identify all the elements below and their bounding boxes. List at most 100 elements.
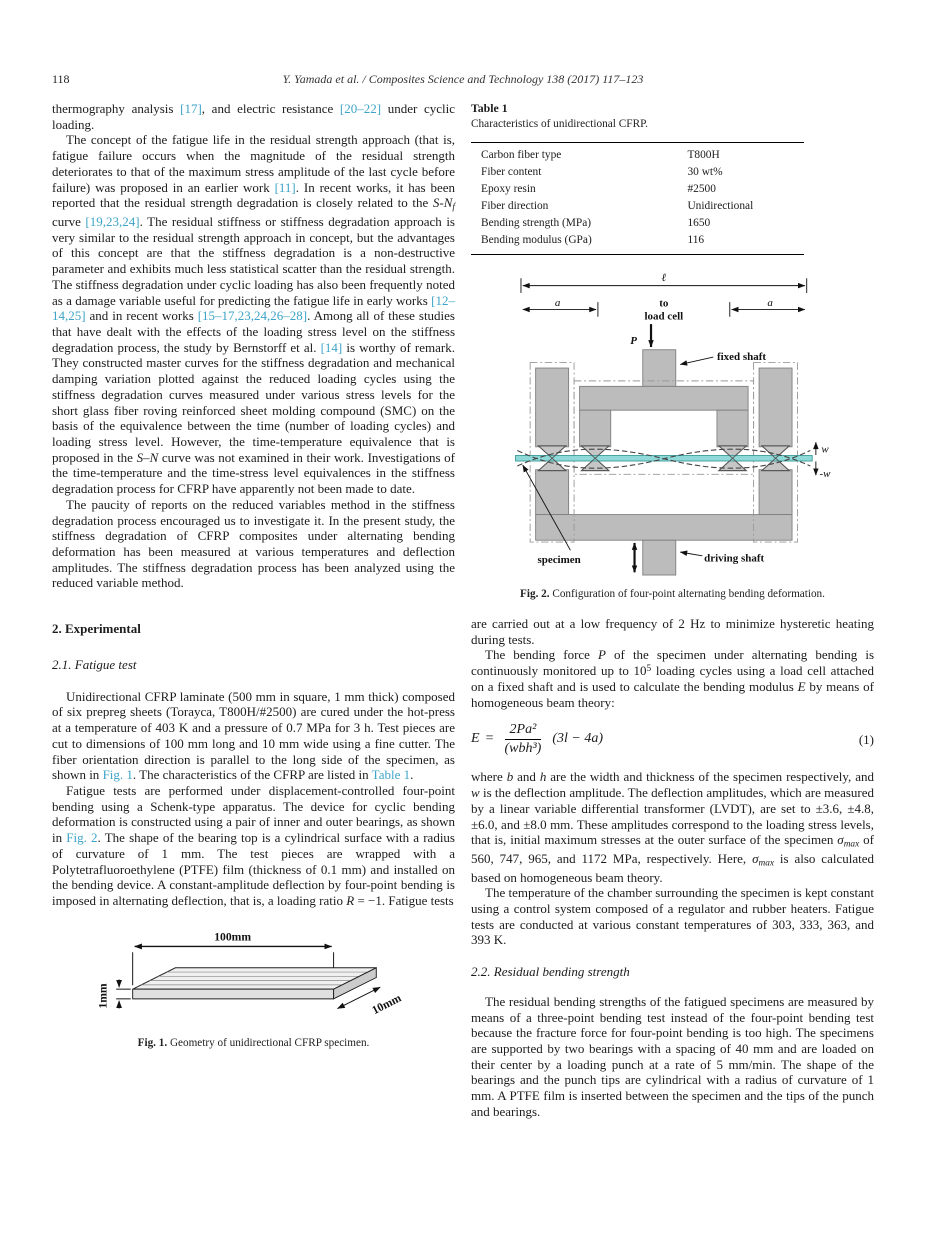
text-segment: R (346, 892, 355, 908)
table-cell-value: T800H (687, 148, 720, 161)
dimension-lines (520, 277, 807, 317)
specimen-geometry-diagram: 100mm 1mm 10mm (96, 930, 403, 1016)
fiber-direction-lines (140, 971, 368, 985)
citation-link[interactable]: [12–14,25] (52, 292, 455, 324)
table-row: Bending strength (MPa) 1650 (471, 215, 804, 232)
equation-numerator: 2Pa² (504, 722, 542, 741)
text-segment: and (513, 769, 540, 785)
table-cell-label: Bending strength (MPa) (481, 216, 592, 229)
fig2-label-driving-shaft: driving shaft (704, 552, 764, 564)
lower-crossbar (534, 513, 793, 541)
inner-bearing-leg (578, 409, 611, 447)
fixed-shaft (641, 348, 676, 387)
equation-body: E = 2Pa² (wbh³) (3l − 4a) (471, 722, 859, 757)
paragraph: Fatigue tests are performed under displa… (52, 783, 455, 909)
citation-link[interactable]: [17] (180, 101, 202, 116)
text-segment: is worthy of remark. They constructed ma… (52, 339, 455, 465)
text-segment: is the deflection amplitude. The deflect… (471, 785, 874, 848)
fig2-label-specimen: specimen (537, 554, 580, 566)
text-segment: E (797, 678, 806, 694)
figure-1: 100mm 1mm 10mm (86, 927, 422, 1051)
table-cell-label: Fiber direction (481, 199, 549, 212)
table-cell-value: 116 (687, 233, 705, 246)
driving-shaft (641, 539, 676, 576)
text-segment: max (758, 858, 775, 869)
fig2-label-a-left: a (554, 296, 560, 308)
text-segment: The concept of the fatigue life in the r… (52, 132, 455, 195)
paragraph: where b and h are the width and thicknes… (471, 769, 874, 885)
paragraph: The temperature of the chamber surroundi… (471, 885, 874, 948)
fig2-label-a-right: a (767, 296, 773, 308)
paragraph: The paucity of reports on the reduced va… (52, 496, 455, 591)
table-1-label: Table 1 (471, 101, 508, 115)
text-segment: is also calculated based on homogeneous … (471, 850, 874, 885)
citation-link[interactable]: Table 1 (371, 767, 411, 783)
text-segment: Geometry of unidirectional CFRP specimen… (167, 1037, 370, 1050)
subsection-heading-fatigue-test: 2.1. Fatigue test (52, 656, 137, 672)
text-segment: w (471, 785, 480, 801)
page-header: 118 Y. Yamada et al. / Composites Scienc… (52, 72, 874, 87)
table-row: Epoxy resin#2500 (471, 181, 804, 198)
paragraph: are carried out at a low frequency of 2 … (471, 615, 874, 647)
outer-bearing-column (758, 468, 793, 515)
fig2-label-fixed-shaft: fixed shaft (716, 350, 765, 362)
text-segment: P (598, 647, 606, 663)
equation-rhs: (3l − 4a) (552, 731, 603, 747)
citation-link[interactable]: [14] (320, 339, 343, 355)
table-cell-value: 30 wt% (687, 165, 723, 178)
page-number: 118 (52, 72, 70, 86)
upper-crossbar (578, 385, 749, 411)
figure-1-caption: Fig. 1. Geometry of unidirectional CFRP … (86, 1037, 422, 1051)
text-segment: of 560, 747, 965, and 1172 MPa, respecti… (471, 832, 874, 866)
subsection-heading-residual-bending-strength: 2.2. Residual bending strength (471, 964, 630, 980)
text-segment: . The shape of the bearing top is a cyli… (52, 830, 455, 908)
paragraph: The concept of the fatigue life in the r… (52, 132, 455, 496)
table-cell-label: Bending modulus (GPa) (481, 233, 592, 246)
paragraph: The residual bending strengths of the fa… (471, 993, 874, 1119)
text-segment: . Among all of these studies that have d… (52, 308, 455, 355)
citation-link[interactable]: Fig. 2 (66, 830, 98, 846)
table-cell-label: Epoxy resin (481, 182, 536, 195)
outer-bearing-column (534, 367, 569, 447)
figure-2: ℓ a a to load cell P fixed shaft w -w sp… (493, 269, 853, 602)
paragraph: The bending force P of the specimen unde… (471, 647, 874, 710)
outer-bearing-column (534, 468, 569, 515)
citation-link[interactable]: [20–22] (339, 101, 382, 116)
text-segment: . The characteristics of the CFRP are li… (132, 767, 372, 783)
equation-denominator: (wbh³) (504, 741, 542, 757)
fig2-label-to: to (659, 297, 669, 309)
citation-link[interactable]: [11] (274, 179, 296, 195)
citation-link[interactable]: [15–17,23,24,26–28] (197, 308, 308, 324)
citation-link[interactable]: [19,23,24] (85, 213, 140, 229)
text-segment: Fig. 1. (137, 1037, 168, 1050)
equation-number: (1) (858, 731, 874, 747)
text-segment: loading cycles using a load cell attache… (471, 663, 874, 694)
specimen-front-face (131, 988, 334, 1000)
table-cell-value: 1650 (687, 216, 711, 229)
bending-fixture (534, 348, 793, 576)
table-1-caption: Characteristics of unidirectional CFRP. (471, 118, 648, 131)
citation-link[interactable]: Fig. 1 (102, 767, 133, 783)
fig1-label-thickness: 1mm (96, 983, 109, 1008)
text-segment: by means of homogeneous beam theory: (471, 678, 874, 710)
table-row: Bending modulus (GPa) 116 (471, 232, 804, 254)
equation-fraction: 2Pa² (wbh³) (499, 722, 546, 757)
deflected-shape-curves (516, 448, 811, 469)
equation-1: E = 2Pa² (wbh³) (3l − 4a) (1) (471, 722, 874, 757)
text-segment: 5 (646, 663, 652, 674)
fig2-label-w: w (821, 443, 829, 455)
fig1-label-length: 100mm (214, 930, 251, 943)
table-cell-value: Unidirectional (687, 199, 754, 212)
text-segment: S–N (136, 449, 159, 465)
text-segment: thermography analysis (52, 101, 181, 116)
fig2-label-load-cell: load cell (644, 310, 683, 322)
fig2-label-neg-w: -w (819, 468, 831, 480)
text-segment: b (506, 769, 514, 785)
text-segment: and in recent works (85, 308, 198, 324)
text-segment: σ (837, 832, 844, 848)
text-segment: f (452, 202, 455, 213)
